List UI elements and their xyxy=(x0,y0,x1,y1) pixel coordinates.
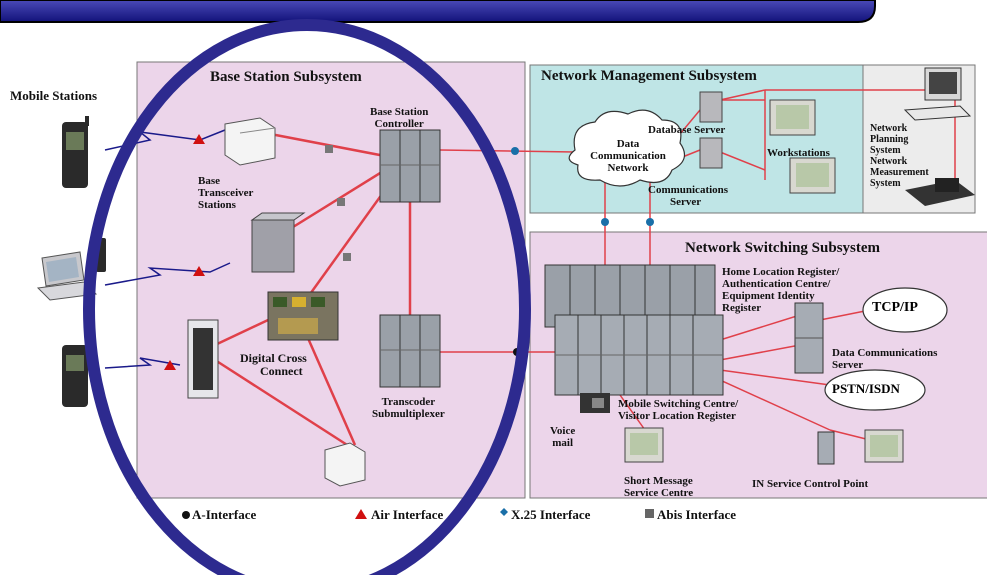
workstation-1 xyxy=(769,99,816,136)
data-communications-server-rack xyxy=(794,302,824,374)
bss-highlight-ellipse xyxy=(83,19,531,575)
workstations-label: Workstations xyxy=(767,147,830,159)
legend-a-marker xyxy=(182,511,190,519)
tcpip-label: TCP/IP xyxy=(872,300,918,315)
bts-unit-1 xyxy=(224,117,276,166)
workstation-2 xyxy=(789,157,836,194)
legend-a-interface: A-Interface xyxy=(192,507,257,522)
network-planning-computer xyxy=(903,67,972,121)
database-server xyxy=(699,91,723,169)
bts-unit-2 xyxy=(250,212,306,273)
bss-links xyxy=(214,130,412,452)
mobile-phone-1 xyxy=(62,116,89,188)
db-server-label: Database Server xyxy=(648,124,726,136)
mobile-stations-label: Mobile Stations xyxy=(10,88,98,103)
smsc-computer xyxy=(624,427,664,463)
bts-unit-3 xyxy=(324,442,366,487)
laptop xyxy=(36,238,106,301)
air-markers xyxy=(164,134,205,370)
nss-title: Network Switching Subsystem xyxy=(685,240,881,256)
transcoder-cabinet xyxy=(379,314,441,388)
nms-title: Network Management Subsystem xyxy=(541,68,757,84)
bss-title: Base Station Subsystem xyxy=(210,69,362,85)
voicemail-device xyxy=(580,393,610,413)
dcc-rack xyxy=(267,291,339,341)
x25-markers xyxy=(511,147,654,226)
legend-abis-marker xyxy=(645,509,654,518)
tcpip-cloud xyxy=(862,287,948,333)
bss-box xyxy=(136,61,526,499)
legend-x25-interface: X.25 Interface xyxy=(511,507,591,522)
mobile-phone-2 xyxy=(62,340,89,407)
in-scp-label: IN Service Control Point xyxy=(752,478,869,490)
title-bar xyxy=(0,0,876,23)
msc-racks xyxy=(554,314,724,396)
pstn-cloud xyxy=(824,369,926,411)
hlr-label: Home Location Register/Authentication Ce… xyxy=(722,266,840,314)
abis-markers xyxy=(325,145,351,261)
in-scp-equipment xyxy=(817,429,904,465)
bsc-cabinet xyxy=(379,129,441,203)
bts-tall-cabinet xyxy=(187,319,219,399)
legend-abis-interface: Abis Interface xyxy=(657,507,737,522)
legend-air-marker xyxy=(355,509,367,519)
pstn-label: PSTN/ISDN xyxy=(832,381,900,396)
legend-x25-marker xyxy=(500,508,508,516)
dcn-cloud xyxy=(568,109,686,187)
network-measurement-computer xyxy=(905,178,975,206)
msc-label: Mobile Switching Centre/Visitor Location… xyxy=(618,398,739,422)
legend-air-interface: Air Interface xyxy=(371,507,444,522)
